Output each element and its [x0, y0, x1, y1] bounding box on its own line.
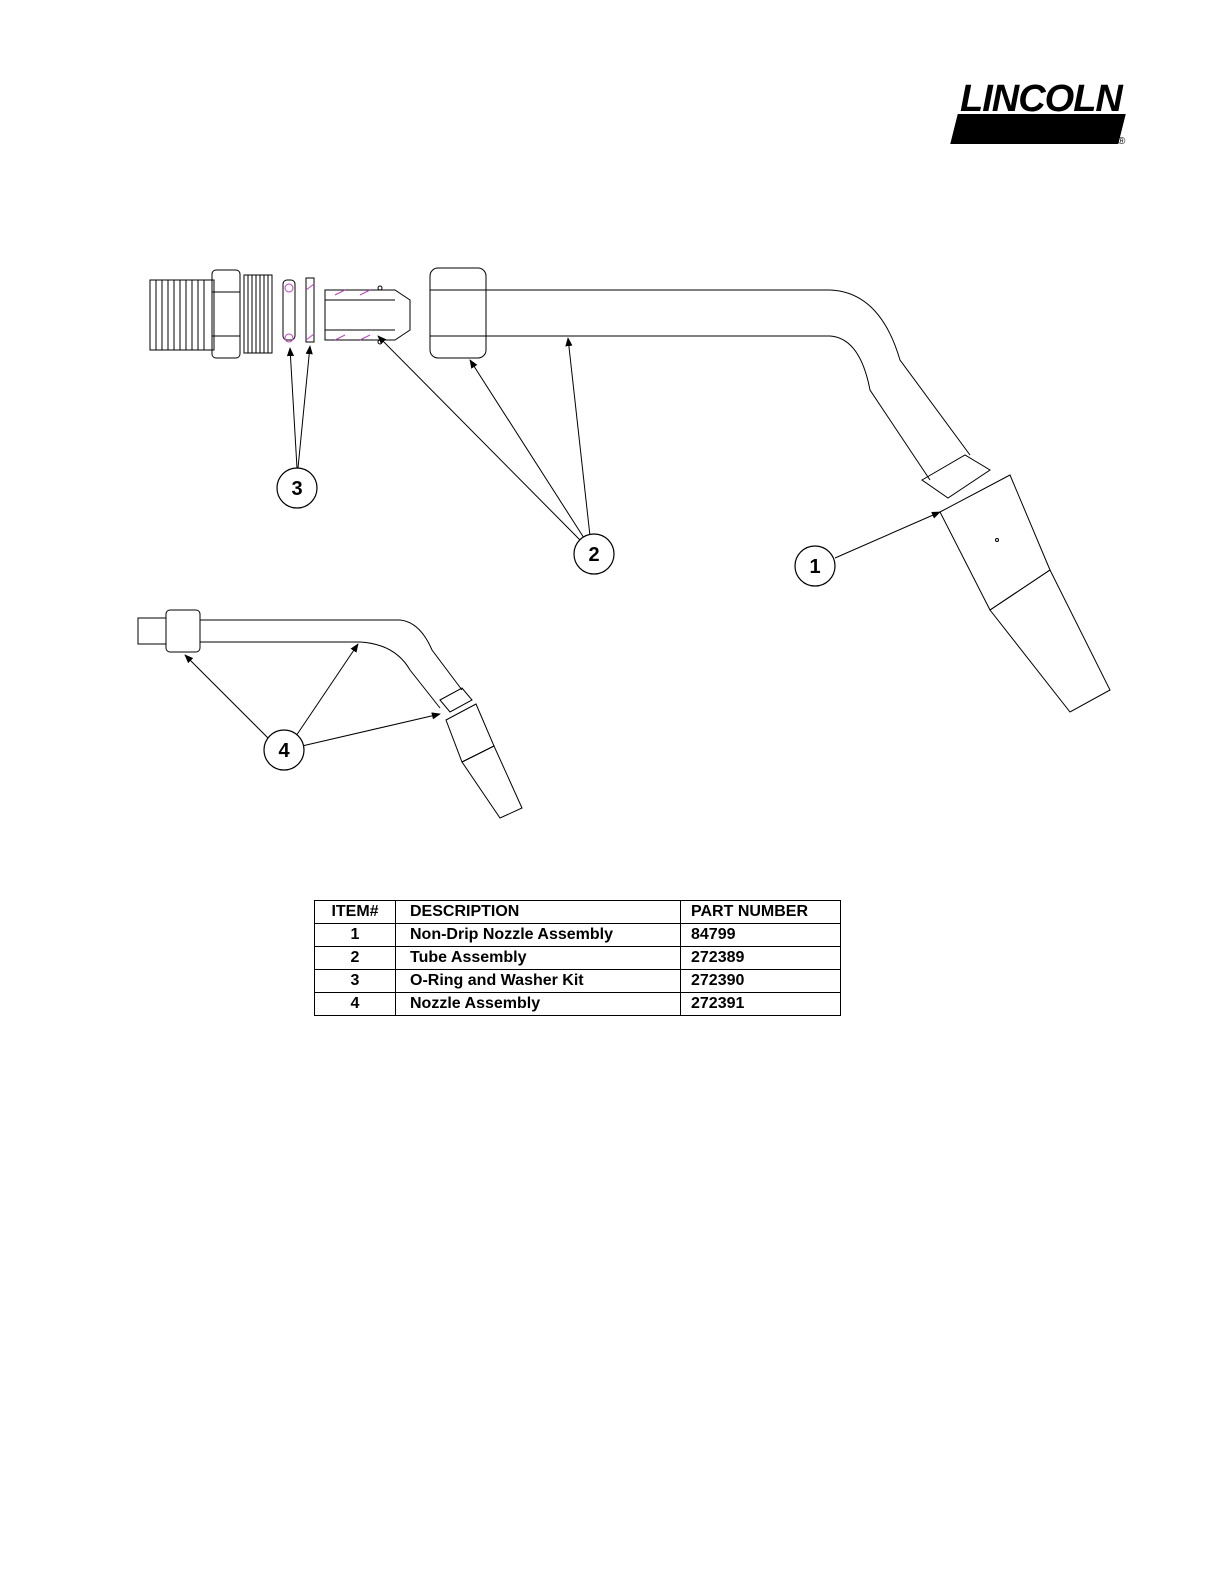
callout-1: 1: [795, 546, 835, 586]
row-description: Non-Drip Nozzle Assembly: [396, 924, 681, 947]
table-row: 3 O-Ring and Washer Kit 272390: [315, 970, 841, 993]
row-item: 4: [315, 993, 396, 1016]
header-part-number: PART NUMBER: [681, 901, 841, 924]
callout-3-label: 3: [291, 478, 302, 500]
row-description: Nozzle Assembly: [396, 993, 681, 1016]
leader-3a: [290, 348, 297, 468]
tube: [486, 290, 970, 480]
row-part-number: 272390: [681, 970, 841, 993]
header-item: ITEM#: [315, 901, 396, 924]
small-nozzle-assembly: [138, 610, 522, 818]
row-item: 3: [315, 970, 396, 993]
leader-4b: [296, 644, 358, 736]
callout-4: 4: [264, 730, 304, 770]
parts-table: ITEM# DESCRIPTION PART NUMBER 1 Non-Drip…: [314, 900, 841, 1016]
row-part-number: 84799: [681, 924, 841, 947]
leader-1: [835, 512, 940, 558]
leader-4a: [185, 655, 270, 740]
callout-2: 2: [574, 534, 614, 574]
table-row: 2 Tube Assembly 272389: [315, 947, 841, 970]
callout-4-label: 4: [278, 740, 290, 762]
leader-4c: [302, 714, 440, 746]
o-ring-and-washer: [283, 278, 314, 342]
leader-2b: [470, 360, 584, 538]
row-item: 2: [315, 947, 396, 970]
header-description: DESCRIPTION: [396, 901, 681, 924]
callout-1-label: 1: [809, 556, 820, 578]
row-part-number: 272391: [681, 993, 841, 1016]
row-description: O-Ring and Washer Kit: [396, 970, 681, 993]
non-drip-nozzle: [922, 455, 1110, 712]
callout-3: 3: [277, 468, 317, 508]
leader-2c: [568, 338, 590, 536]
row-part-number: 272389: [681, 947, 841, 970]
leader-3b: [298, 346, 310, 468]
row-description: Tube Assembly: [396, 947, 681, 970]
row-item: 1: [315, 924, 396, 947]
callout-2-label: 2: [588, 544, 599, 566]
tube-hex-nut: [430, 268, 486, 358]
threaded-fitting: [150, 270, 272, 358]
tube-insert: [325, 286, 410, 344]
table-row: 4 Nozzle Assembly 272391: [315, 993, 841, 1016]
parts-table-header: ITEM# DESCRIPTION PART NUMBER: [315, 901, 841, 924]
leader-2a: [378, 336, 580, 540]
table-row: 1 Non-Drip Nozzle Assembly 84799: [315, 924, 841, 947]
